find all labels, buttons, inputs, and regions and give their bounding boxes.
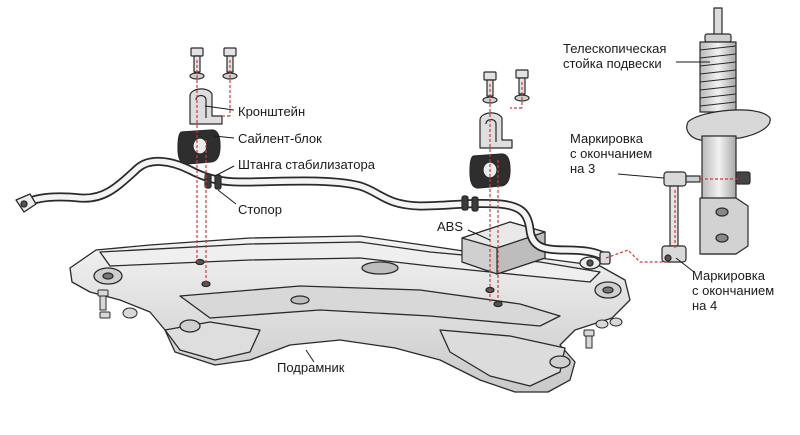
right-bracket-assembly bbox=[469, 69, 530, 189]
label-bracket: Кронштейн bbox=[238, 104, 306, 119]
label-marking-4: Маркировка с окончанием на 4 bbox=[692, 268, 775, 313]
subframe bbox=[69, 235, 631, 393]
stabilizer-link bbox=[661, 171, 701, 263]
stabilizer-bar bbox=[15, 157, 611, 270]
label-abs: ABS bbox=[437, 219, 464, 234]
hardware bbox=[97, 289, 623, 349]
strut-assembly bbox=[686, 7, 771, 255]
label-marking-3: Маркировка с окончанием на 3 bbox=[570, 131, 653, 176]
leader-lines bbox=[204, 61, 710, 363]
label-silent-block: Сайлент-блок bbox=[238, 131, 322, 146]
label-strut: Телескопическая стойка подвески bbox=[563, 41, 667, 71]
guide-lines bbox=[196, 60, 738, 304]
label-stopper: Стопор bbox=[238, 202, 282, 217]
label-stabilizer-bar: Штанга стабилизатора bbox=[238, 157, 375, 172]
label-subframe: Подрамник bbox=[277, 360, 345, 375]
